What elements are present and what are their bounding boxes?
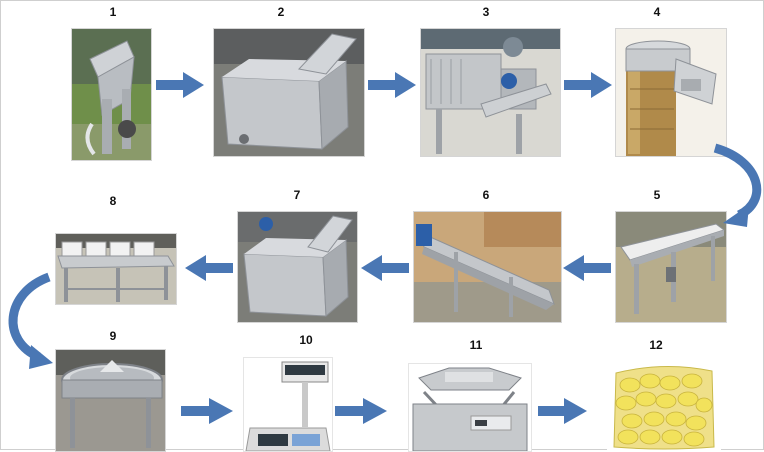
- peeling-machine-image: [420, 28, 561, 157]
- flow-arrow-2-3: [368, 72, 416, 98]
- inspection-belt-conveyor-image: [615, 211, 727, 323]
- flow-arrow-3-4: [564, 72, 612, 98]
- vacuum-packing-machine-image: [408, 363, 532, 452]
- rinsing-tank-image: [237, 211, 358, 323]
- step-number-5: 5: [653, 188, 661, 202]
- bin-tipper-image: [71, 28, 152, 161]
- dewatering-table-image: [55, 233, 177, 305]
- step-number-4: 4: [653, 5, 661, 19]
- step-number-9: 9: [109, 329, 117, 343]
- rotary-collecting-table-image: [55, 349, 166, 452]
- flow-arrow-5-6: [563, 255, 611, 281]
- step-number-8: 8: [109, 194, 117, 208]
- packed-product-image: [607, 360, 721, 452]
- step-number-11: 11: [469, 338, 483, 352]
- slicing-machine-image: [615, 28, 727, 157]
- flow-arrow-7-8: [185, 255, 233, 281]
- step-number-3: 3: [482, 5, 490, 19]
- flow-arrow-4-5: [713, 143, 762, 227]
- step-number-10: 10: [299, 333, 313, 347]
- flow-arrow-9-10: [181, 398, 233, 424]
- flow-arrow-8-9: [8, 272, 53, 369]
- step-number-2: 2: [277, 5, 285, 19]
- flow-arrow-11-12: [538, 398, 587, 424]
- washing-tank-image: [213, 28, 365, 157]
- weighing-scale-image: [243, 357, 333, 452]
- step-number-6: 6: [482, 188, 490, 202]
- step-number-1: 1: [109, 5, 117, 19]
- step-number-12: 12: [649, 338, 663, 352]
- screw-conveyor-image: [413, 211, 562, 323]
- flow-arrow-10-11: [335, 398, 387, 424]
- step-number-7: 7: [293, 188, 301, 202]
- flow-arrow-6-7: [361, 255, 409, 281]
- flow-arrow-1-2: [156, 72, 204, 98]
